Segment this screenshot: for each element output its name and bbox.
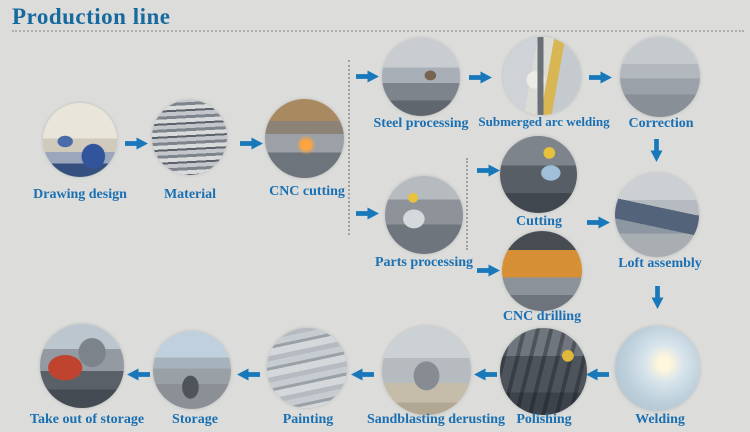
cnc-drilling-label: CNC drilling (502, 309, 582, 324)
page-title: Production line (12, 4, 171, 29)
loft-assembly-label: Loft assembly (618, 256, 702, 271)
loft-assembly-photo (615, 173, 699, 257)
submerged-arc-welding-photo (503, 37, 581, 115)
cnc-cutting-label: CNC cutting (269, 184, 345, 199)
arrow-left-icon (474, 368, 497, 381)
correction-label: Correction (628, 116, 694, 131)
arrow-right-icon (477, 164, 500, 177)
arrow-right-icon (356, 207, 379, 220)
arrow-right-icon (356, 70, 379, 83)
arrow-left-icon (127, 368, 150, 381)
arrow-down-icon (650, 139, 663, 162)
material-photo (152, 100, 227, 175)
drawing-design-label: Drawing design (33, 187, 127, 202)
drawing-design-photo (43, 103, 117, 177)
cnc-cutting-photo (265, 99, 344, 178)
branch-dotted-line (466, 158, 468, 250)
welding-photo (615, 326, 700, 411)
steel-processing-label: Steel processing (373, 116, 469, 131)
painting-label: Painting (282, 412, 334, 427)
steel-processing-photo (382, 38, 460, 116)
correction-photo (620, 37, 700, 117)
arrow-right-icon (469, 71, 492, 84)
cutting-photo (500, 136, 577, 213)
parts-processing-label: Parts processing (374, 255, 474, 270)
arrow-right-icon (477, 264, 500, 277)
painting-photo (267, 328, 347, 408)
welding-label: Welding (635, 412, 685, 427)
material-label: Material (163, 187, 217, 202)
storage-photo (153, 331, 231, 409)
storage-label: Storage (172, 412, 218, 427)
arrow-left-icon (586, 368, 609, 381)
sandblasting-derusting-photo (382, 326, 471, 415)
branch-dotted-line (348, 60, 350, 235)
arrow-left-icon (351, 368, 374, 381)
take-out-of-storage-label: Take out of storage (29, 412, 145, 427)
cutting-label: Cutting (516, 214, 562, 229)
arrow-right-icon (240, 137, 263, 150)
arrow-right-icon (589, 71, 612, 84)
title-underline-divider (12, 30, 744, 32)
arrow-right-icon (125, 137, 148, 150)
parts-processing-photo (385, 176, 463, 254)
arrow-down-icon (651, 286, 664, 309)
polishing-photo (500, 328, 587, 415)
submerged-arc-welding-label: Submerged arc welding (478, 114, 610, 129)
arrow-left-icon (237, 368, 260, 381)
cnc-drilling-photo (502, 231, 582, 311)
take-out-of-storage-photo (40, 324, 124, 408)
sandblasting-derusting-label: Sandblasting derusting (366, 412, 506, 427)
polishing-label: Polishing (516, 412, 572, 427)
arrow-right-icon (587, 216, 610, 229)
